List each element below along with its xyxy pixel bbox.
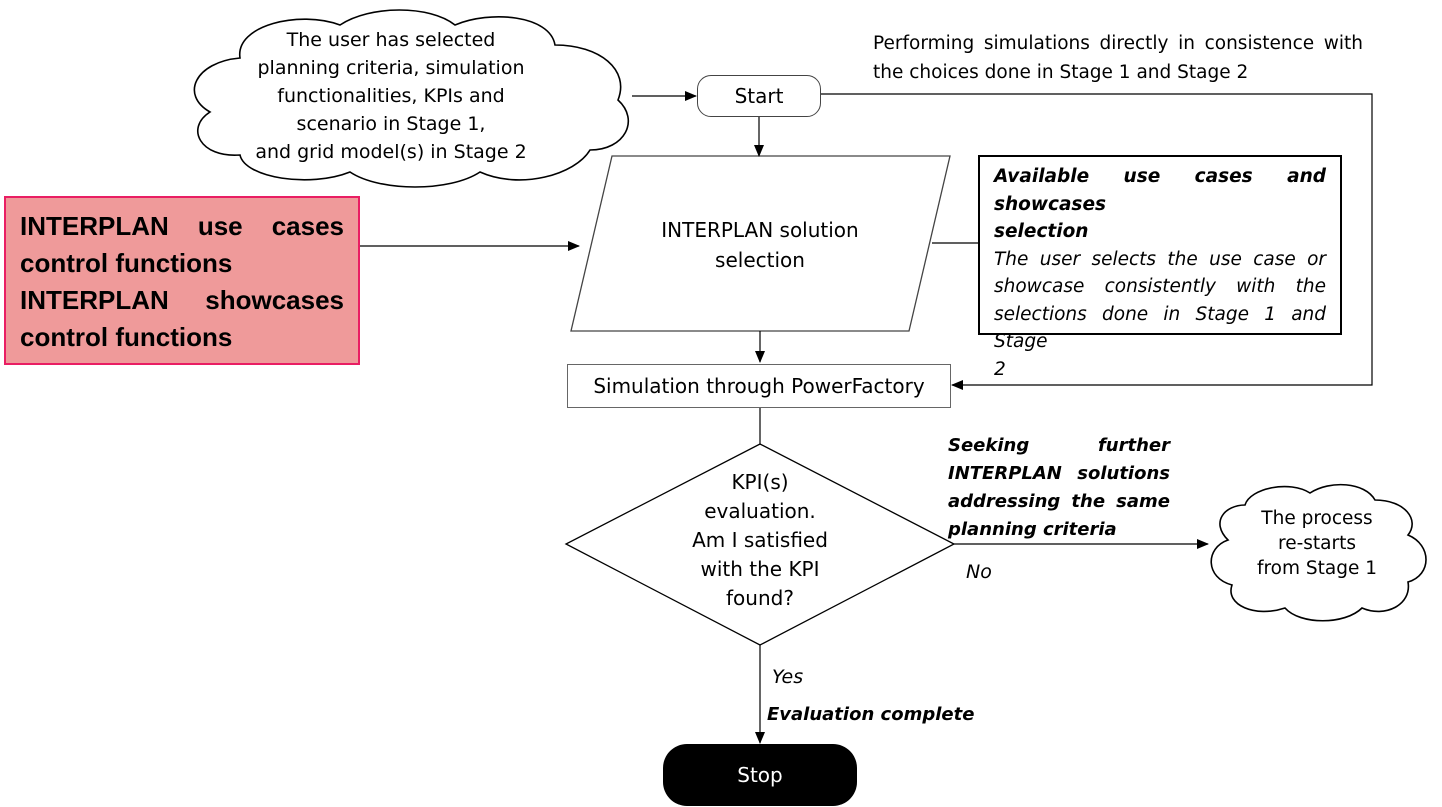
yes-label: Yes	[772, 666, 804, 688]
start-terminal: Start	[697, 75, 821, 117]
available-title-line: Available use cases and showcases	[994, 166, 1326, 215]
decision-text: KPI(s) evaluation. Am I satisfied with t…	[660, 468, 860, 613]
solution-parallelogram	[570, 155, 951, 332]
available-title-line: selection	[994, 221, 1089, 242]
decision-line: evaluation.	[704, 499, 816, 523]
available-body-line: selections done in Stage 1 and Stage	[994, 303, 1326, 353]
available-body-line: The user selects the use case or	[994, 248, 1326, 270]
arrow-start-bypass	[820, 93, 1373, 390]
seeking-line: Seeking further	[948, 435, 1170, 456]
start-label: Start	[734, 84, 784, 108]
cloud-top-line: scenario in Stage 1,	[296, 113, 486, 135]
cloud-restart-line: re-starts	[1278, 533, 1356, 554]
available-use-cases-box: Available use cases and showcases select…	[978, 155, 1342, 380]
seeking-note: Seeking further INTERPLAN solutions addr…	[948, 432, 1170, 544]
solution-line: INTERPLAN solution	[661, 218, 859, 242]
simulation-label: Simulation through PowerFactory	[593, 374, 925, 398]
decision-line: found?	[726, 586, 794, 610]
solution-line: selection	[715, 248, 805, 272]
solution-selection-text: INTERPLAN solution selection	[610, 215, 910, 275]
seeking-line: planning criteria	[948, 519, 1117, 540]
decision-line: KPI(s)	[731, 470, 789, 494]
top-note-line: the choices done in Stage 1 and Stage 2	[873, 62, 1249, 83]
cloud-top-text: The user has selected planning criteria,…	[236, 26, 546, 166]
available-body-line: showcase consistently with the	[994, 276, 1326, 297]
control-line: control functions	[20, 322, 233, 352]
cloud-restart-line: from Stage 1	[1256, 558, 1378, 579]
cloud-top-line: planning criteria, simulation	[257, 57, 525, 79]
top-note-line: Performing simulations directly in consi…	[873, 33, 1363, 54]
seeking-line: addressing the same	[948, 491, 1170, 512]
cloud-restart-line: The process	[1261, 508, 1373, 529]
decision-line: with the KPI	[700, 557, 820, 581]
no-label: No	[966, 561, 992, 583]
control-line: INTERPLAN showcases	[20, 285, 344, 315]
control-line: INTERPLAN use cases	[20, 211, 344, 241]
cloud-top-line: The user has selected	[286, 29, 496, 51]
control-line: control functions	[20, 248, 233, 278]
cloud-shape-top	[193, 9, 630, 188]
available-body-line: 2	[994, 358, 1006, 380]
cloud-top-line: and grid model(s) in Stage 2	[255, 141, 527, 163]
cloud-shape-restart	[1210, 483, 1427, 622]
evaluation-complete-label: Evaluation complete	[767, 704, 975, 725]
cloud-restart-text: The process re-starts from Stage 1	[1232, 506, 1402, 581]
top-note: Performing simulations directly in consi…	[873, 29, 1363, 87]
simulation-process-box: Simulation through PowerFactory	[567, 364, 951, 408]
decision-line: Am I satisfied	[692, 528, 828, 552]
cloud-top-line: functionalities, KPIs and	[277, 85, 505, 107]
stop-terminal: Stop	[663, 744, 857, 806]
stop-label: Stop	[737, 763, 783, 787]
seeking-line: INTERPLAN solutions	[948, 463, 1170, 484]
control-functions-box: INTERPLAN use cases control functions IN…	[4, 196, 360, 365]
